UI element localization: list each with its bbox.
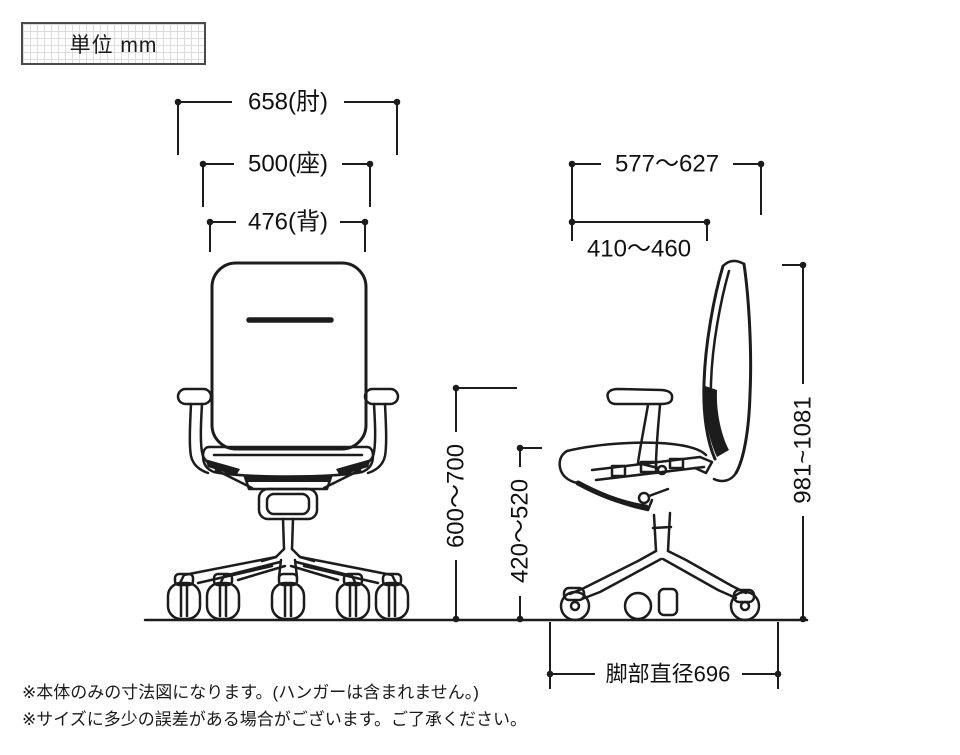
front-casters: [166, 572, 410, 621]
dim-height-armrest: 600～700: [443, 384, 517, 623]
dim-height-overall: 981~1081: [782, 261, 817, 623]
front-armrest-left-pad: [176, 387, 213, 406]
dim-front-width-seat: 500(座): [199, 151, 374, 207]
footnote-line-2: ※サイズに多少の誤差がある場合がございます。ご了承ください。: [22, 710, 528, 729]
dim-base-diameter: 脚部直径696: [546, 622, 782, 689]
dim-label-height-armrest: 600～700: [443, 444, 470, 548]
side-backrest: [721, 259, 746, 268]
unit-label-box: 単位 mm: [21, 22, 206, 65]
dim-side-depth-overall: 577～627: [568, 151, 765, 219]
dim-front-width-armrests: 658(肘): [174, 89, 401, 155]
dim-height-seat: 420～520: [507, 444, 542, 623]
dim-front-width-backrest: 476(背): [206, 209, 369, 252]
front-armrest-right-pad: [363, 387, 400, 406]
dim-label-height-overall: 981~1081: [790, 396, 817, 503]
dim-label-front-width-armrests: 658(肘): [248, 89, 328, 116]
dim-side-depth-seat: 410～460: [568, 218, 711, 263]
dim-label-base-diameter: 脚部直径696: [606, 662, 731, 687]
side-seat: [565, 441, 708, 457]
side-casters: [559, 586, 761, 622]
dim-label-height-seat: 420～520: [507, 479, 534, 583]
dim-label-front-width-seat: 500(座): [248, 151, 328, 178]
front-backrest: [210, 261, 368, 451]
dim-label-side-depth-seat: 410～460: [587, 236, 691, 263]
footnotes: ※本体のみの寸法図になります。(ハンガーは含まれません。) ※サイズに多少の誤差…: [22, 679, 527, 733]
footnote-line-1: ※本体のみの寸法図になります。(ハンガーは含まれません。): [22, 683, 479, 702]
unit-label: 単位 mm: [69, 33, 158, 57]
front-mechanism-housing: [257, 487, 319, 521]
side-armrest: [606, 387, 674, 406]
dim-label-side-depth-overall: 577～627: [615, 151, 719, 178]
side-view-drawing: [558, 259, 761, 622]
front-view-drawing: [166, 261, 410, 621]
front-base: [178, 547, 398, 585]
side-base: [568, 549, 748, 617]
dim-label-front-width-backrest: 476(背): [248, 209, 328, 236]
